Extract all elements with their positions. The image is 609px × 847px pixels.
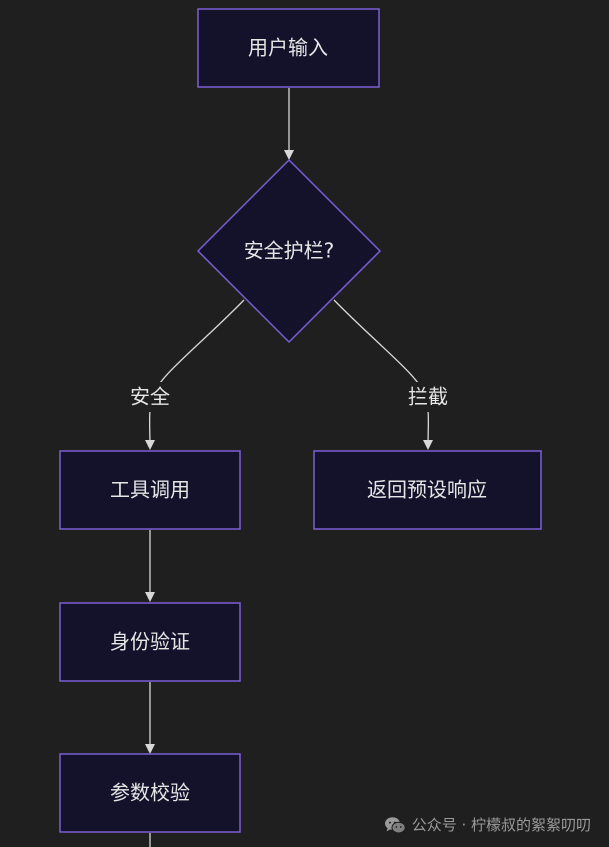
- node-auth-label: 身份验证: [110, 630, 190, 654]
- watermark-text: 公众号 · 柠檬叔的絮絮叨叨: [411, 816, 591, 834]
- node-default-response-label: 返回预设响应: [367, 478, 487, 502]
- node-guardrail-label: 安全护栏?: [244, 239, 335, 263]
- node-tool-call: 工具调用: [59, 450, 241, 530]
- edge-guardrail-to-default: [333, 299, 434, 450]
- edge-label-block-text: 拦截: [408, 385, 448, 409]
- node-default-response: 返回预设响应: [313, 450, 542, 530]
- edge-label-block: 拦截: [400, 382, 456, 412]
- node-param-check-label: 参数校验: [110, 781, 190, 805]
- edge-label-safe-text: 安全: [130, 385, 170, 409]
- node-user-input-label: 用户输入: [248, 36, 328, 60]
- node-tool-call-label: 工具调用: [110, 478, 190, 502]
- wechat-icon: [384, 816, 406, 834]
- node-guardrail-decision: 安全护栏?: [196, 158, 382, 344]
- watermark: 公众号 · 柠檬叔的絮絮叨叨: [384, 814, 591, 835]
- edge-guardrail-to-tool: [144, 299, 245, 450]
- node-param-check: 参数校验: [59, 753, 241, 833]
- node-user-input: 用户输入: [197, 8, 380, 88]
- edge-label-safe: 安全: [122, 382, 178, 412]
- node-auth: 身份验证: [59, 602, 241, 682]
